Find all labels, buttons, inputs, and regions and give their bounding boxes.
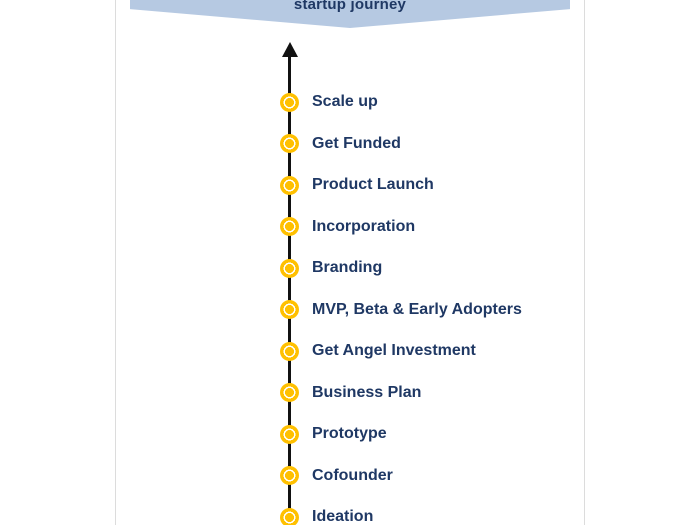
diagram-title: startup journey	[293, 0, 407, 13]
slide-right-edge	[584, 0, 585, 525]
milestone-label: Incorporation	[312, 217, 416, 235]
title-banner: startup journey	[130, 0, 570, 28]
timeline-arrow-up-icon	[282, 42, 298, 57]
milestone-dot-icon	[280, 507, 299, 525]
timeline-axis	[288, 55, 291, 525]
milestone-dot-icon	[280, 134, 299, 153]
milestone-row: Scale up	[280, 92, 378, 112]
milestone-row: MVP, Beta & Early Adopters	[280, 300, 522, 319]
milestone-label: Prototype	[312, 425, 387, 442]
slide-left-edge	[115, 0, 116, 525]
milestone-row: Branding	[280, 258, 383, 278]
milestone-dot-icon	[280, 466, 299, 485]
milestone-label: Get Funded	[312, 134, 401, 152]
milestone-dot-icon	[280, 92, 299, 112]
milestone-label: Get Angel Investment	[312, 342, 476, 359]
milestone-row: Get Funded	[280, 134, 401, 153]
milestone-label: Scale up	[312, 93, 378, 110]
milestone-row: Business Plan	[280, 383, 421, 402]
milestone-dot-icon	[280, 258, 299, 278]
milestone-label: Business Plan	[312, 383, 422, 401]
milestone-label: MVP, Beta & Early Adopters	[312, 300, 522, 318]
milestone-label: Cofounder	[312, 466, 393, 484]
milestone-dot-icon	[280, 300, 299, 319]
milestone-row: Incorporation	[280, 217, 415, 236]
milestone-dot-icon	[280, 217, 299, 236]
milestone-dot-icon	[280, 424, 299, 444]
milestone-dot-icon	[280, 383, 299, 402]
milestone-label: Ideation	[312, 508, 374, 525]
milestone-dot-icon	[280, 175, 299, 195]
milestone-dot-icon	[280, 341, 299, 361]
milestone-label: Product Launch	[312, 176, 434, 193]
milestone-row: Ideation	[280, 507, 374, 525]
milestone-row: Cofounder	[280, 466, 393, 485]
milestone-row: Product Launch	[280, 175, 434, 195]
milestone-label: Branding	[312, 259, 383, 276]
milestone-row: Prototype	[280, 424, 387, 444]
milestone-row: Get Angel Investment	[280, 341, 476, 361]
